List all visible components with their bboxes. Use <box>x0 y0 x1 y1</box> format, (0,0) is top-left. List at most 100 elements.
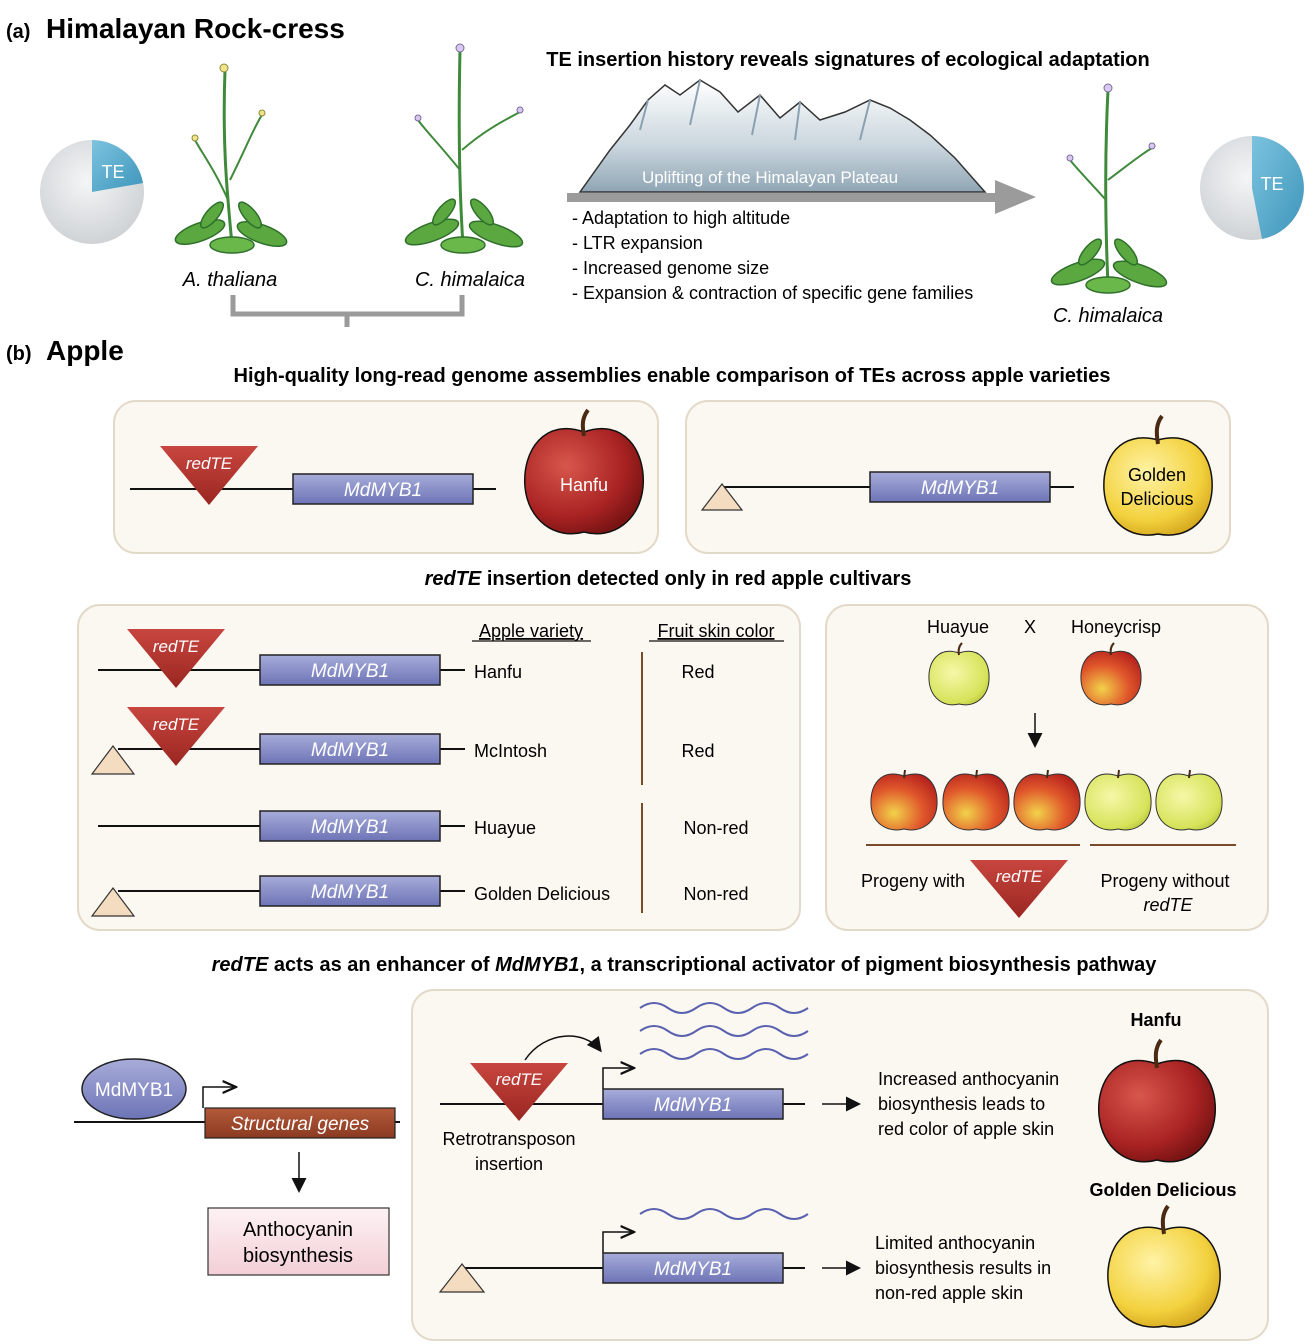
promoter-arrow <box>602 1232 634 1253</box>
panel-a-label: (a) <box>6 21 30 43</box>
bullet-1: - Adaptation to high altitude <box>572 208 790 228</box>
redte-triangle <box>970 860 1068 918</box>
cross-parent-1: Huayue <box>927 617 989 637</box>
redte-triangle <box>470 1063 568 1121</box>
gene-box <box>602 1252 784 1284</box>
limited-line1: Limited anthocyanin <box>875 1233 1035 1253</box>
retro-label-line1: Retrotransposon <box>442 1129 575 1149</box>
color-hanfu: Red <box>681 662 714 682</box>
honeycrisp-apple-icon <box>1080 642 1142 706</box>
panel-a-headline: TE insertion history reveals signatures … <box>546 49 1150 71</box>
hanfu-title: Hanfu <box>1131 1010 1182 1030</box>
limited-line3: non-red apple skin <box>875 1283 1023 1303</box>
progeny-with-label: Progeny with <box>861 871 965 891</box>
panel-b-title: Apple <box>46 335 124 366</box>
gene-label: MdMYB1 <box>311 661 389 682</box>
color-golden-delicious: Non-red <box>683 884 748 904</box>
small-te-triangle <box>438 1263 486 1293</box>
gene-box <box>602 1088 784 1120</box>
redte-triangle <box>160 446 258 505</box>
pie-left-te-label: TE <box>101 162 124 182</box>
progeny-yellow-apple-1 <box>1084 773 1152 831</box>
mdmyb1-protein-label: MdMYB1 <box>95 1080 173 1101</box>
anthocyanin-line1: Anthocyanin <box>243 1219 353 1241</box>
progeny-without-label-line2: redTE <box>1143 895 1193 915</box>
pie-chart-left: TE <box>40 140 144 244</box>
small-te-triangle <box>700 483 744 511</box>
promoter-arrow <box>602 1068 634 1089</box>
gene-label: MdMYB1 <box>921 478 999 499</box>
enhancer-arrow <box>524 1035 602 1061</box>
plant-a-thaliana-icon <box>174 63 288 254</box>
gene-box <box>869 471 1051 503</box>
huayue-apple-icon <box>928 642 990 706</box>
small-te-triangle <box>90 887 136 917</box>
gene-label: MdMYB1 <box>654 1259 732 1280</box>
variety-golden-delicious: Golden Delicious <box>474 884 610 904</box>
golden-apple-label-line1: Golden <box>1128 465 1186 485</box>
bullet-3: - Increased genome size <box>572 258 769 278</box>
panel-b-headline-2: redTE insertion detected only in red app… <box>425 568 912 590</box>
color-huayue: Non-red <box>683 818 748 838</box>
pie-chart-right: TE <box>1200 136 1304 240</box>
species-label-a-thaliana: A. thaliana <box>182 269 278 291</box>
redte-triangle <box>127 629 225 688</box>
increased-line2: biosynthesis leads to <box>878 1094 1045 1114</box>
gene-box <box>259 875 441 907</box>
variety-mcintosh: McIntosh <box>474 741 547 761</box>
red-apple-icon <box>524 408 644 535</box>
golden-apple-label-line2: Delicious <box>1120 489 1193 509</box>
species-label-c-himalaica-1: C. himalaica <box>415 269 525 291</box>
structural-genes-label: Structural genes <box>231 1114 370 1135</box>
golden-apple-icon <box>1107 1204 1221 1328</box>
hanfu-apple-icon <box>1098 1038 1216 1163</box>
gene-label: MdMYB1 <box>654 1095 732 1116</box>
progeny-red-apple-1 <box>870 773 938 831</box>
color-mcintosh: Red <box>681 741 714 761</box>
plant-c-himalaica-adapted-icon <box>1050 83 1168 294</box>
anthocyanin-line2: biosynthesis <box>243 1245 353 1267</box>
redte-label: redTE <box>153 637 200 656</box>
small-te-triangle <box>90 745 136 775</box>
redte-label: redTE <box>186 454 233 473</box>
pie-right-te-label: TE <box>1260 174 1283 194</box>
species-label-c-himalaica-2: C. himalaica <box>1053 305 1163 327</box>
mountain-label: Uplifting of the Himalayan Plateau <box>642 168 898 187</box>
redte-label: redTE <box>996 867 1043 886</box>
col-header-variety: Apple variety <box>479 621 583 641</box>
progeny-yellow-apple-2 <box>1155 773 1223 831</box>
evolution-arrow <box>567 180 1036 214</box>
bullet-2: - LTR expansion <box>572 233 703 253</box>
progeny-red-apple-2 <box>942 773 1010 831</box>
limited-line2: biosynthesis results in <box>875 1258 1051 1278</box>
gene-box <box>259 654 441 686</box>
gene-label: MdMYB1 <box>311 740 389 761</box>
gene-label: MdMYB1 <box>311 817 389 838</box>
increased-line1: Increased anthocyanin <box>878 1069 1059 1089</box>
mrna-waves-low <box>639 1208 809 1220</box>
panel-b-headline-1: High-quality long-read genome assemblies… <box>234 365 1111 387</box>
plant-c-himalaica-icon <box>404 43 524 254</box>
gene-box <box>259 810 441 842</box>
variety-hanfu: Hanfu <box>474 662 522 682</box>
redte-label: redTE <box>153 715 200 734</box>
hanfu-apple-label: Hanfu <box>560 475 608 495</box>
mountain-icon <box>578 79 987 193</box>
promoter-arrow <box>202 1087 236 1108</box>
box-variety-table <box>77 604 801 931</box>
mrna-waves-high <box>639 1002 809 1060</box>
progeny-apples <box>870 769 1223 831</box>
redte-triangle <box>127 707 225 766</box>
variety-huayue: Huayue <box>474 818 536 838</box>
golden-apple-icon <box>1103 414 1213 536</box>
panel-a-title: Himalayan Rock-cress <box>46 13 345 44</box>
retro-label-line2: insertion <box>475 1154 543 1174</box>
gene-label: MdMYB1 <box>344 480 422 501</box>
mdmyb1-protein <box>81 1058 187 1120</box>
gene-box <box>259 733 441 765</box>
golden-title: Golden Delicious <box>1089 1180 1236 1200</box>
cross-x: X <box>1024 617 1036 637</box>
gene-box <box>292 473 474 505</box>
col-header-color: Fruit skin color <box>657 621 774 641</box>
panel-b-label: (b) <box>6 343 32 365</box>
